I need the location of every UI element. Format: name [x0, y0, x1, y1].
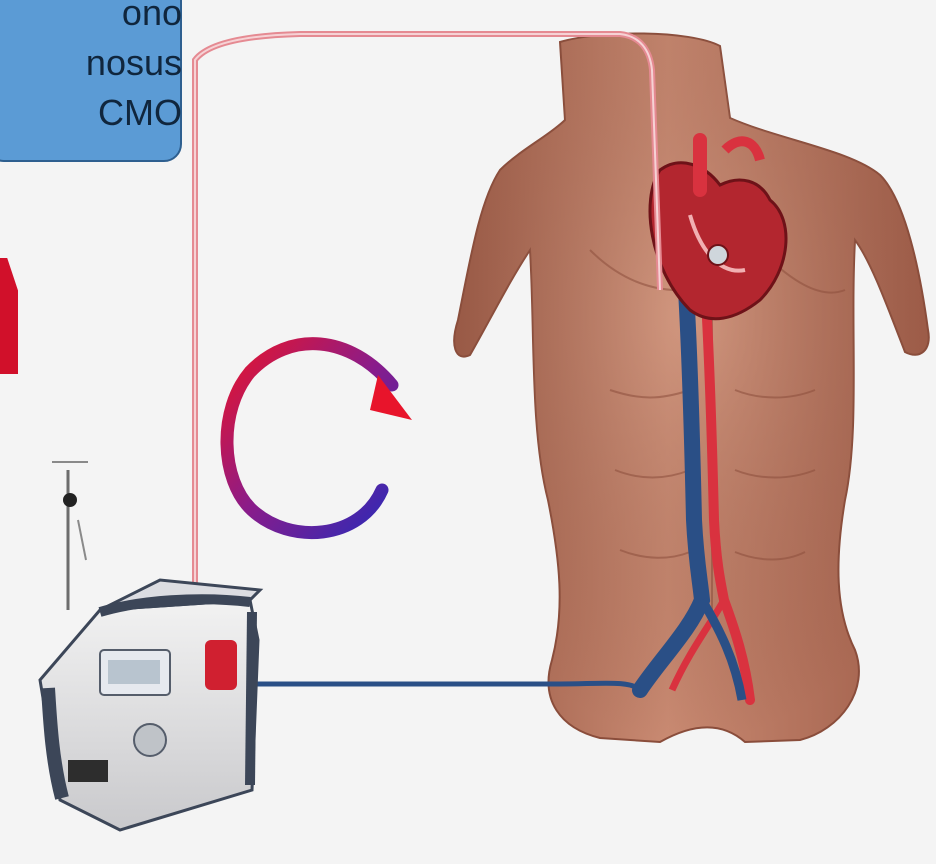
pump-head — [205, 640, 237, 690]
circular-flow-arrow-icon — [227, 344, 412, 533]
console-knob — [134, 724, 166, 756]
callout-line-3: CMO — [0, 88, 182, 138]
ecmo-console-icon — [40, 580, 260, 830]
iv-pole-icon — [52, 462, 88, 610]
callout-line-1: ono — [0, 0, 182, 38]
callout-text: ono nosus CMO — [0, 0, 182, 138]
callout-line-2: nosus — [0, 38, 182, 88]
